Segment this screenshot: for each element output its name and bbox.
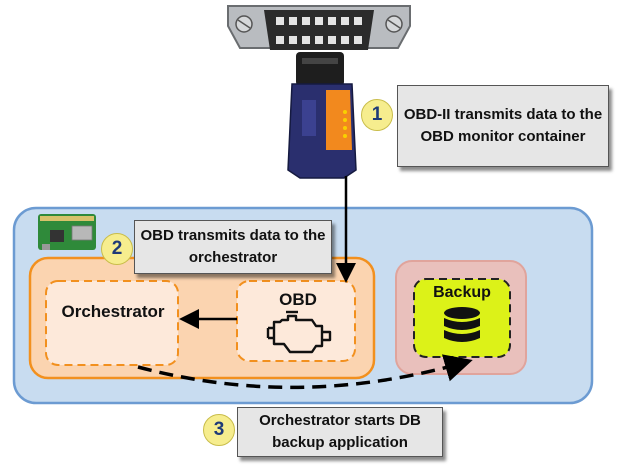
step-3-callout: Orchestrator starts DB backup applicatio… [237, 407, 443, 457]
step-badge-3: 3 [203, 414, 235, 446]
elm327-dongle-icon [287, 52, 357, 179]
database-icon [444, 307, 480, 342]
step-3-text: Orchestrator starts DB backup applicatio… [259, 412, 421, 451]
orchestrator-container [45, 280, 179, 366]
engine-icon [266, 310, 332, 354]
step-2-text: OBD transmits data to the orchestrator [140, 227, 326, 266]
orchestrator-label: Orchestrator [61, 302, 165, 321]
backup-label: Backup [433, 284, 491, 301]
obd2-port-icon [227, 5, 411, 50]
step-1-callout: OBD-II transmits data to the OBD monitor… [397, 85, 609, 167]
raspberry-pi-icon [38, 214, 96, 250]
step-badge-1: 1 [361, 99, 393, 131]
step-1-text: OBD-II transmits data to the OBD monitor… [403, 106, 603, 145]
step-badge-2: 2 [101, 233, 133, 265]
obd-label: OBD [279, 290, 317, 309]
step-2-callout: OBD transmits data to the orchestrator [134, 220, 332, 274]
arrow-orchestrator-to-backup [137, 354, 473, 390]
